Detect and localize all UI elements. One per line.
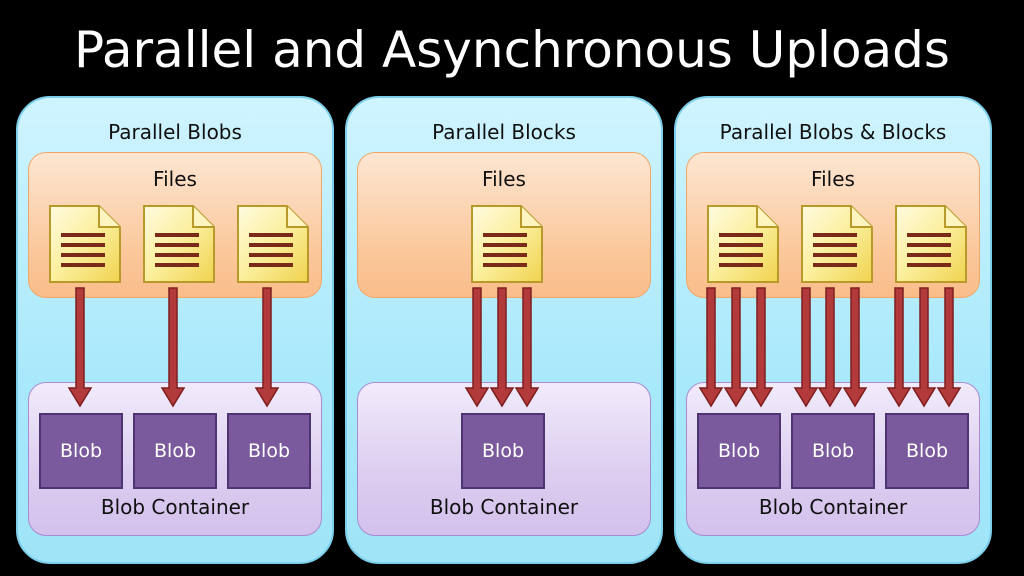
slide-title: Parallel and Asynchronous Uploads: [74, 21, 950, 79]
blob-box: Blob: [791, 413, 875, 489]
container-label: Blob Container: [758, 495, 908, 519]
files-label: Files: [482, 167, 526, 191]
files-box: Files: [686, 152, 980, 298]
files-box: Files: [357, 152, 651, 298]
blob-box: Blob: [697, 413, 781, 489]
document-icon: [799, 203, 875, 285]
blob-box: Blob: [461, 413, 545, 489]
document-icon: [141, 203, 217, 285]
blob-container-box: Blob Blob Blob Blob Container: [686, 382, 980, 536]
document-icon: [235, 203, 311, 285]
container-label: Blob Container: [100, 495, 250, 519]
panel-title: Parallel Blobs: [108, 120, 242, 144]
document-icon: [705, 203, 781, 285]
document-icon: [893, 203, 969, 285]
files-box: Files: [28, 152, 322, 298]
panel-parallel-blobs: Parallel Blobs Files: [16, 96, 334, 564]
panel-parallel-blobs-and-blocks: Parallel Blobs & Blocks Files: [674, 96, 992, 564]
files-label: Files: [153, 167, 197, 191]
container-label: Blob Container: [429, 495, 579, 519]
panel-parallel-blocks: Parallel Blocks Files Blob Blob Containe…: [345, 96, 663, 564]
document-icon: [469, 203, 545, 285]
blob-box: Blob: [133, 413, 217, 489]
blob-box: Blob: [39, 413, 123, 489]
files-label: Files: [811, 167, 855, 191]
panel-title: Parallel Blocks: [432, 120, 576, 144]
blob-container-box: Blob Blob Container: [357, 382, 651, 536]
panel-title: Parallel Blobs & Blocks: [719, 120, 947, 144]
blob-container-box: Blob Blob Blob Blob Container: [28, 382, 322, 536]
blob-box: Blob: [227, 413, 311, 489]
document-icon: [47, 203, 123, 285]
blob-box: Blob: [885, 413, 969, 489]
